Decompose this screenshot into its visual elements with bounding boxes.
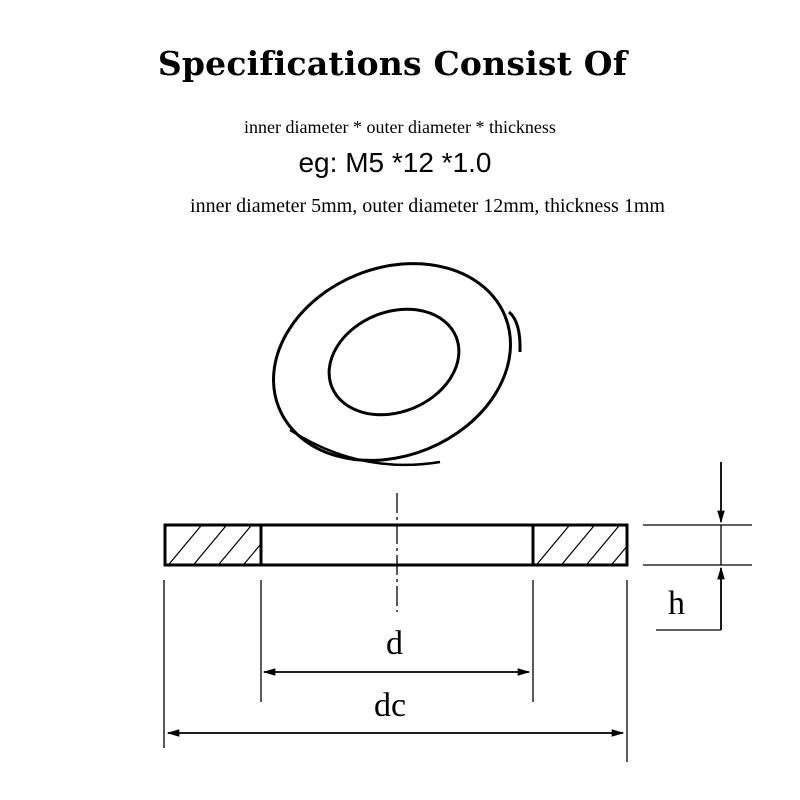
- spec-explanation: inner diameter 5mm, outer diameter 12mm,…: [190, 195, 665, 217]
- washer-3d-illustration: [272, 262, 522, 467]
- label-thickness: h: [668, 585, 685, 622]
- washer-outer-rim: [272, 262, 512, 462]
- washer-cross-section: [163, 493, 629, 612]
- washer-inner-hole: [327, 307, 461, 417]
- spec-formula: inner diameter * outer diameter * thickn…: [244, 117, 556, 137]
- label-outer-diameter: dc: [374, 687, 406, 724]
- dimension-lines: [163, 462, 752, 762]
- page-title: Specifications Consist Of: [157, 44, 628, 83]
- washer-thickness-edge: [507, 310, 522, 353]
- hatch-left: [167, 525, 261, 565]
- hatch-right: [535, 525, 627, 565]
- section-outline: [163, 523, 629, 567]
- spec-example: eg: M5 *12 *1.0: [298, 147, 492, 178]
- label-inner-diameter: d: [386, 625, 403, 662]
